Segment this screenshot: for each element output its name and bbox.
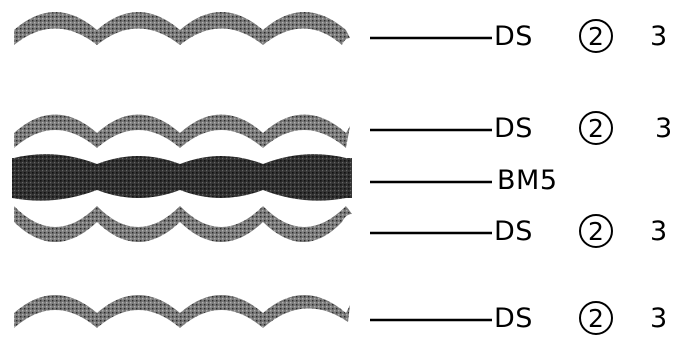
row-2-circled-number: 2 xyxy=(579,111,613,145)
row-2-code: DS xyxy=(494,113,533,144)
row-3-code: BM5 xyxy=(497,165,558,196)
row-5-code: DS xyxy=(494,303,533,334)
row-1-code: DS xyxy=(494,21,533,52)
row-1-number: 3 xyxy=(650,21,668,52)
wave-band-2 xyxy=(14,114,350,148)
wave-band-1 xyxy=(14,12,350,45)
row-4-number: 3 xyxy=(650,216,668,247)
row-4-code: DS xyxy=(494,216,533,247)
row-2-number: 3 xyxy=(655,113,673,144)
row-4-circled-number: 2 xyxy=(579,214,613,248)
wave-band-4 xyxy=(14,295,350,328)
wave-band-3 xyxy=(14,206,352,242)
row-5-circled-number: 2 xyxy=(579,301,613,335)
lobed-band xyxy=(12,154,352,201)
row-5-number: 3 xyxy=(650,303,668,334)
row-1-circled-number: 2 xyxy=(579,19,613,53)
